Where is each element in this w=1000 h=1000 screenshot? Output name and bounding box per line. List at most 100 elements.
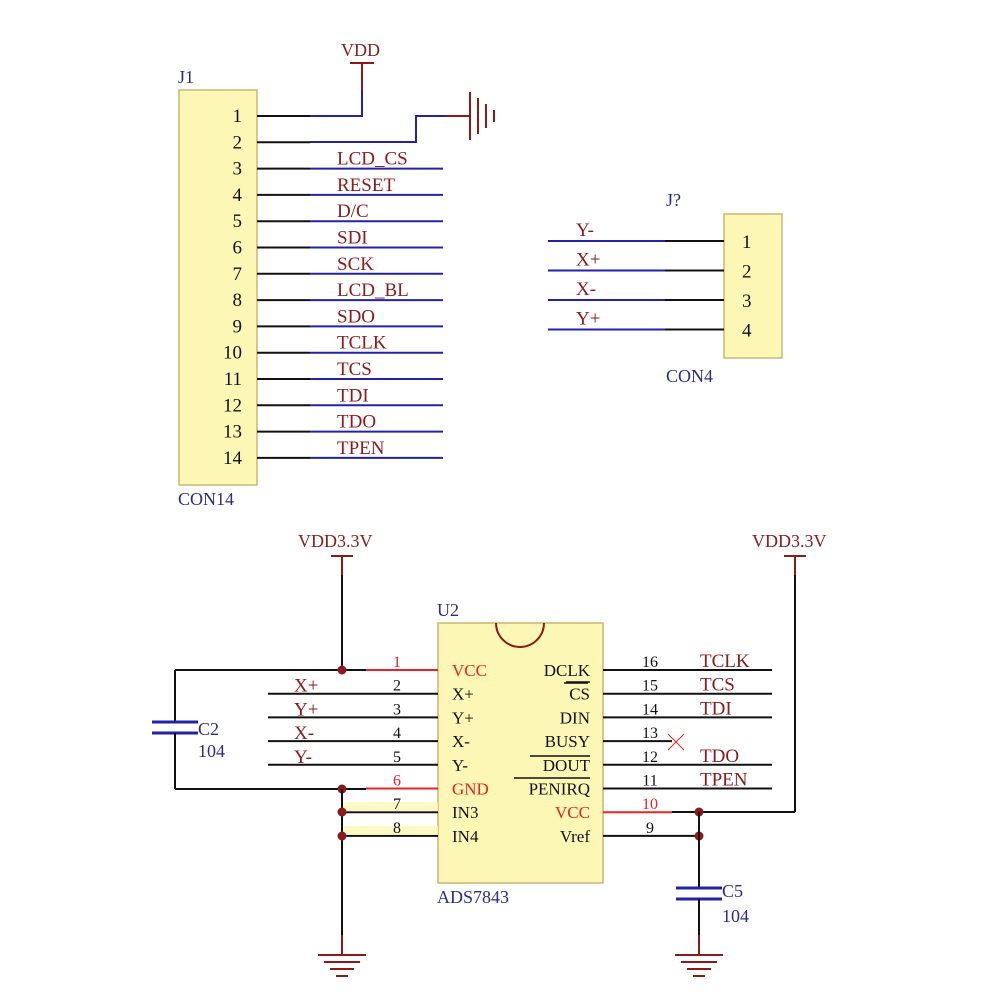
j1-net-label: SDI [337, 228, 368, 249]
junction [337, 807, 347, 817]
j2-net-label: Y+ [576, 309, 600, 330]
u2-pin-name: DOUT [543, 756, 591, 775]
ground-symbol [445, 92, 495, 140]
j1-pin-number: 6 [233, 238, 243, 259]
u2-net-label: TDI [700, 698, 732, 719]
u2-pin-number: 13 [642, 725, 658, 742]
u2-pin-number: 6 [393, 773, 401, 790]
u2-pin-number: 14 [642, 701, 658, 718]
u2-right-pins: TCLK16DCLKTCS15CSTDI14DIN13BUSYTDO12DOUT… [529, 651, 772, 846]
j1-value: CON14 [178, 489, 234, 509]
u2-pin-name: Vref [560, 827, 590, 846]
j1-pin-number: 3 [233, 159, 243, 180]
c5-designator: C5 [722, 881, 743, 901]
u2-net-label: TCLK [700, 651, 750, 672]
u2-pin-number: 10 [642, 796, 658, 813]
j1-pin-number: 7 [233, 264, 243, 285]
j1-net-label: TCLK [337, 333, 387, 354]
j1-vdd-label: VDD [341, 40, 380, 60]
j1-pin-number: 12 [223, 395, 242, 416]
j2-pin-number: 1 [742, 232, 752, 253]
j1-pin-number: 10 [223, 343, 242, 364]
j1-body [178, 89, 258, 486]
c2-value: 104 [198, 741, 225, 761]
u2-pin-number: 8 [393, 820, 401, 837]
u2-pin-number: 2 [393, 678, 401, 695]
u2-designator: U2 [437, 600, 459, 620]
j1-pin-number: 2 [233, 132, 243, 153]
u2-value: ADS7843 [437, 887, 509, 907]
u2-pin-number: 15 [642, 678, 658, 695]
j1-pin-number: 13 [223, 422, 242, 443]
u2-net-label: Y+ [294, 699, 318, 720]
j1-net-label: TCS [337, 359, 372, 380]
u2-pin-name: IN3 [452, 803, 478, 822]
u2-notch [495, 622, 545, 648]
u2-pin-name: VCC [555, 803, 590, 822]
j2-pin-rows: Y-1X+2X-3Y+4 [548, 220, 752, 342]
j1-net-label: TDO [337, 412, 376, 433]
junction [337, 665, 347, 675]
u2-pin-name: CS [569, 685, 590, 704]
j2-net-label: X- [576, 279, 596, 300]
j1-designator: J1 [178, 67, 194, 87]
j1-net-label: SDO [337, 306, 375, 327]
u2-pin-name: DCLK [544, 661, 591, 680]
u2-pin-name: DIN [560, 708, 590, 727]
ground-right-symbol [675, 935, 723, 977]
u2-pin-name: PENIRQ [529, 780, 590, 799]
vdd33-right-label: VDD3.3V [752, 531, 827, 551]
j1-net-label: D/C [337, 201, 369, 222]
j1-net-label: LCD_CS [337, 149, 408, 170]
u2-pin-number: 3 [393, 701, 401, 718]
j1-pin-number: 11 [224, 369, 242, 390]
connector-j2: J? CON4 Y-1X+2X-3Y+4 [548, 190, 783, 386]
u2-pin-name: Y+ [452, 708, 474, 727]
u2-pin-name: X+ [452, 685, 474, 704]
j1-net-label: TDI [337, 385, 369, 406]
ground-left-symbol [318, 935, 366, 977]
j1-pin-number: 8 [233, 290, 243, 311]
junction [337, 831, 347, 841]
u2-pin-highlight [344, 825, 438, 835]
j2-pin-number: 3 [742, 291, 752, 312]
j2-pin-number: 2 [742, 262, 752, 283]
u2-net-label: TCS [700, 675, 735, 696]
j1-pin-number: 5 [233, 211, 243, 232]
u2-net-label: X+ [294, 676, 318, 697]
j2-body [723, 213, 783, 359]
u2-net-label: X- [294, 723, 314, 744]
u2-pin-name: GND [452, 780, 489, 799]
u2-pin-name: BUSY [545, 732, 590, 751]
j1-pin1-wire [310, 90, 363, 117]
j2-designator: J? [666, 190, 681, 210]
u2-pin-number: 5 [393, 749, 401, 766]
u2-net-label: TPEN [700, 770, 748, 791]
u2-pin-number: 11 [642, 773, 657, 790]
busy-no-connect [667, 733, 685, 751]
vdd33-left-label: VDD3.3V [298, 531, 373, 551]
u2-net-label: Y- [294, 747, 312, 768]
j1-pin-number: 4 [233, 185, 243, 206]
u2-pin-number: 4 [393, 725, 401, 742]
u2-pin-number: 9 [646, 820, 654, 837]
u2-pin-name: VCC [452, 661, 487, 680]
u2-pin-number: 12 [642, 749, 658, 766]
c5-value: 104 [722, 906, 749, 926]
j2-net-label: Y- [576, 220, 594, 241]
j1-net-label: TPEN [337, 438, 385, 459]
j1-pin2-wire [310, 115, 445, 143]
c2-designator: C2 [198, 719, 219, 739]
u2-pin-name: X- [452, 732, 470, 751]
j1-net-label: LCD_BL [337, 280, 409, 301]
u2-pin-number: 7 [393, 796, 401, 813]
j1-net-label: SCK [337, 254, 374, 275]
u2-pin-name: Y- [452, 756, 468, 775]
u2-pin-highlight [344, 802, 438, 812]
u2-net-label: TDO [700, 746, 739, 767]
